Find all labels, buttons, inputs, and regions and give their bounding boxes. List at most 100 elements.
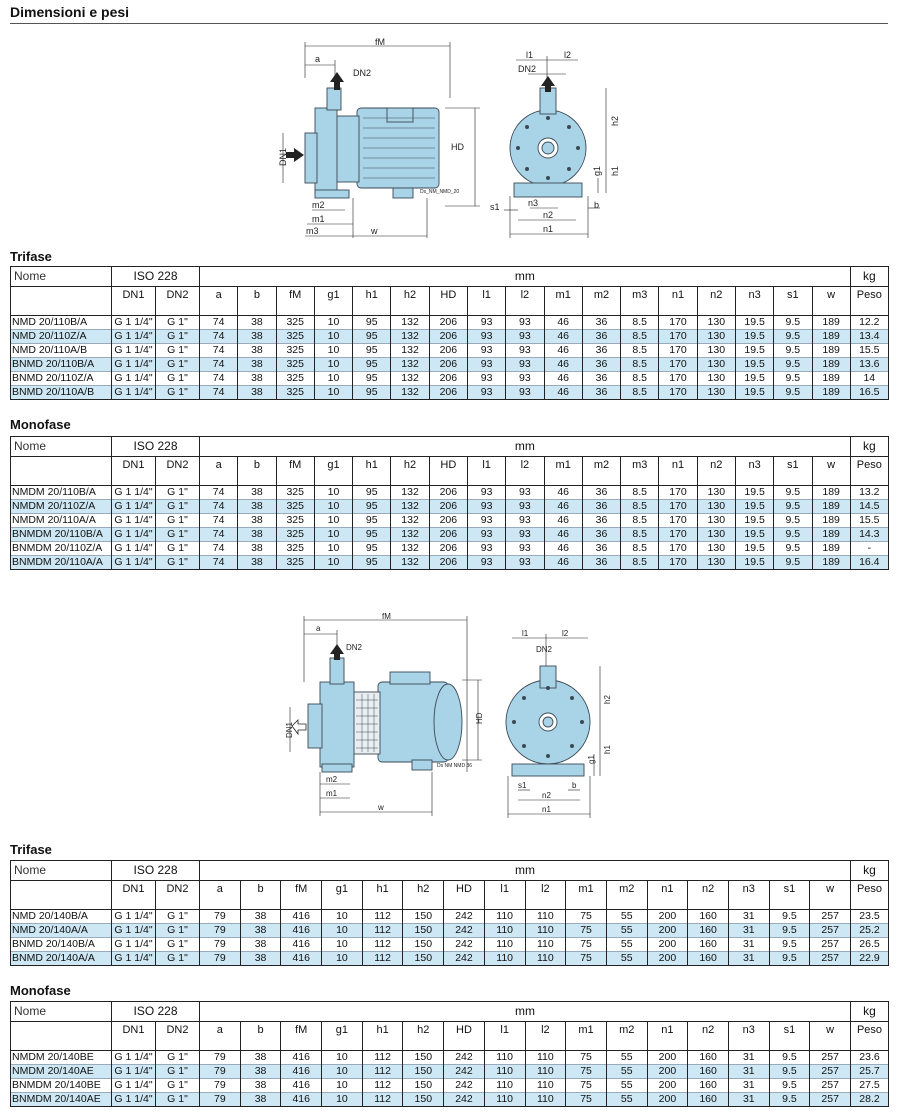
column-header-n3: n3: [727, 1021, 770, 1051]
value-cell: 36: [581, 315, 621, 330]
value-cell: 46: [543, 357, 583, 372]
value-cell: 13.4: [849, 329, 889, 344]
value-cell: 79: [199, 923, 241, 938]
value-cell: 150: [402, 1050, 444, 1065]
value-cell: 55: [605, 1092, 648, 1107]
value-cell: 170: [658, 499, 698, 514]
value-cell: 10: [313, 555, 353, 570]
value-cell: 9.5: [773, 343, 812, 358]
value-cell: 8.5: [620, 499, 659, 514]
value-cell: 38: [239, 1050, 281, 1065]
column-header-m2: m2: [605, 1021, 648, 1051]
value-cell: 93: [505, 555, 545, 570]
value-cell: 206: [428, 329, 468, 344]
column-header-m1: m1: [565, 1021, 607, 1051]
column-header-n2: n2: [687, 880, 729, 910]
column-header-peso: Peso: [849, 456, 889, 486]
value-cell: 95: [352, 513, 391, 528]
value-cell: G 1": [155, 1092, 200, 1107]
value-cell: 257: [809, 1092, 851, 1107]
value-cell: 10: [321, 923, 363, 938]
value-cell: G 1 1/4": [111, 513, 156, 528]
value-cell: 38: [239, 937, 281, 952]
value-cell: 110: [483, 909, 525, 924]
value-cell: 189: [811, 499, 851, 514]
value-cell: 28.2: [850, 1092, 889, 1107]
value-cell: G 1": [155, 555, 200, 570]
model-name-cell: NMD 20/140B/A: [10, 909, 112, 924]
value-cell: 95: [352, 485, 391, 500]
value-cell: 110: [524, 923, 566, 938]
pump-front-view-bottom: l1 l2 DN2 h2 g1 h1 s1 b n2 n1: [505, 629, 612, 818]
value-cell: 206: [428, 513, 468, 528]
value-cell: 16.4: [849, 555, 889, 570]
value-cell: 95: [352, 555, 391, 570]
value-cell: 31: [727, 1092, 770, 1107]
value-cell: 38: [239, 951, 281, 966]
value-cell: 130: [696, 315, 736, 330]
value-cell: 110: [483, 1092, 525, 1107]
value-cell: 9.5: [773, 527, 812, 542]
value-cell: 10: [313, 329, 353, 344]
header-blank: [10, 456, 112, 486]
dim-s1: s1: [490, 202, 500, 212]
value-cell: 200: [646, 937, 688, 952]
value-cell: 8.5: [620, 485, 659, 500]
value-cell: 206: [428, 315, 468, 330]
value-cell: 130: [696, 541, 736, 556]
value-cell: 15.5: [849, 343, 889, 358]
dim-fM: fM: [382, 612, 391, 621]
pump-front-view-top: l1 l2 DN2 h2 g1 h1 s1 n3 n2 b n1: [490, 50, 620, 238]
column-header-m1: m1: [565, 880, 607, 910]
value-cell: 10: [313, 499, 353, 514]
value-cell: G 1": [155, 527, 200, 542]
value-cell: 170: [658, 357, 698, 372]
value-cell: 22.9: [850, 951, 889, 966]
dim-DN2: DN2: [353, 68, 371, 78]
pump-side-view-bottom: fM a DN2 DN1 HD m2 m1 w Ds NM NMD 36: [285, 612, 484, 816]
value-cell: G 1 1/4": [111, 1092, 156, 1107]
value-cell: 16.5: [849, 385, 889, 400]
column-header-n1: n1: [658, 286, 698, 316]
value-cell: 19.5: [734, 499, 774, 514]
value-cell: 206: [428, 541, 468, 556]
value-cell: 93: [466, 555, 506, 570]
value-cell: 95: [352, 541, 391, 556]
column-header-l2: l2: [505, 456, 545, 486]
value-cell: 31: [727, 1064, 770, 1079]
value-cell: 75: [565, 1050, 607, 1065]
value-cell: 93: [505, 513, 545, 528]
value-cell: G 1": [155, 499, 200, 514]
value-cell: 110: [483, 1064, 525, 1079]
value-cell: 170: [658, 315, 698, 330]
value-cell: 25.7: [850, 1064, 889, 1079]
column-header-a: a: [198, 456, 238, 486]
value-cell: 160: [687, 1050, 729, 1065]
column-header-peso: Peso: [850, 1021, 889, 1051]
value-cell: 200: [646, 923, 688, 938]
value-cell: 130: [696, 527, 736, 542]
value-cell: 130: [696, 371, 736, 386]
header-mm: mm: [199, 266, 851, 287]
value-cell: 132: [390, 371, 430, 386]
value-cell: 55: [605, 923, 648, 938]
value-cell: G 1 1/4": [111, 937, 156, 952]
value-cell: 36: [581, 513, 621, 528]
model-name-cell: BNMDM 20/110Z/A: [10, 541, 112, 556]
value-cell: 93: [466, 315, 506, 330]
value-cell: G 1 1/4": [111, 329, 156, 344]
value-cell: 132: [390, 499, 430, 514]
model-name-cell: NMDM 20/110Z/A: [10, 499, 112, 514]
value-cell: 19.5: [734, 513, 774, 528]
value-cell: 200: [646, 909, 688, 924]
value-cell: 75: [565, 1092, 607, 1107]
value-cell: G 1": [155, 357, 200, 372]
value-cell: 38: [239, 923, 281, 938]
value-cell: 95: [352, 371, 391, 386]
value-cell: 130: [696, 385, 736, 400]
value-cell: 416: [280, 1050, 322, 1065]
value-cell: 93: [505, 371, 545, 386]
value-cell: 10: [313, 513, 353, 528]
